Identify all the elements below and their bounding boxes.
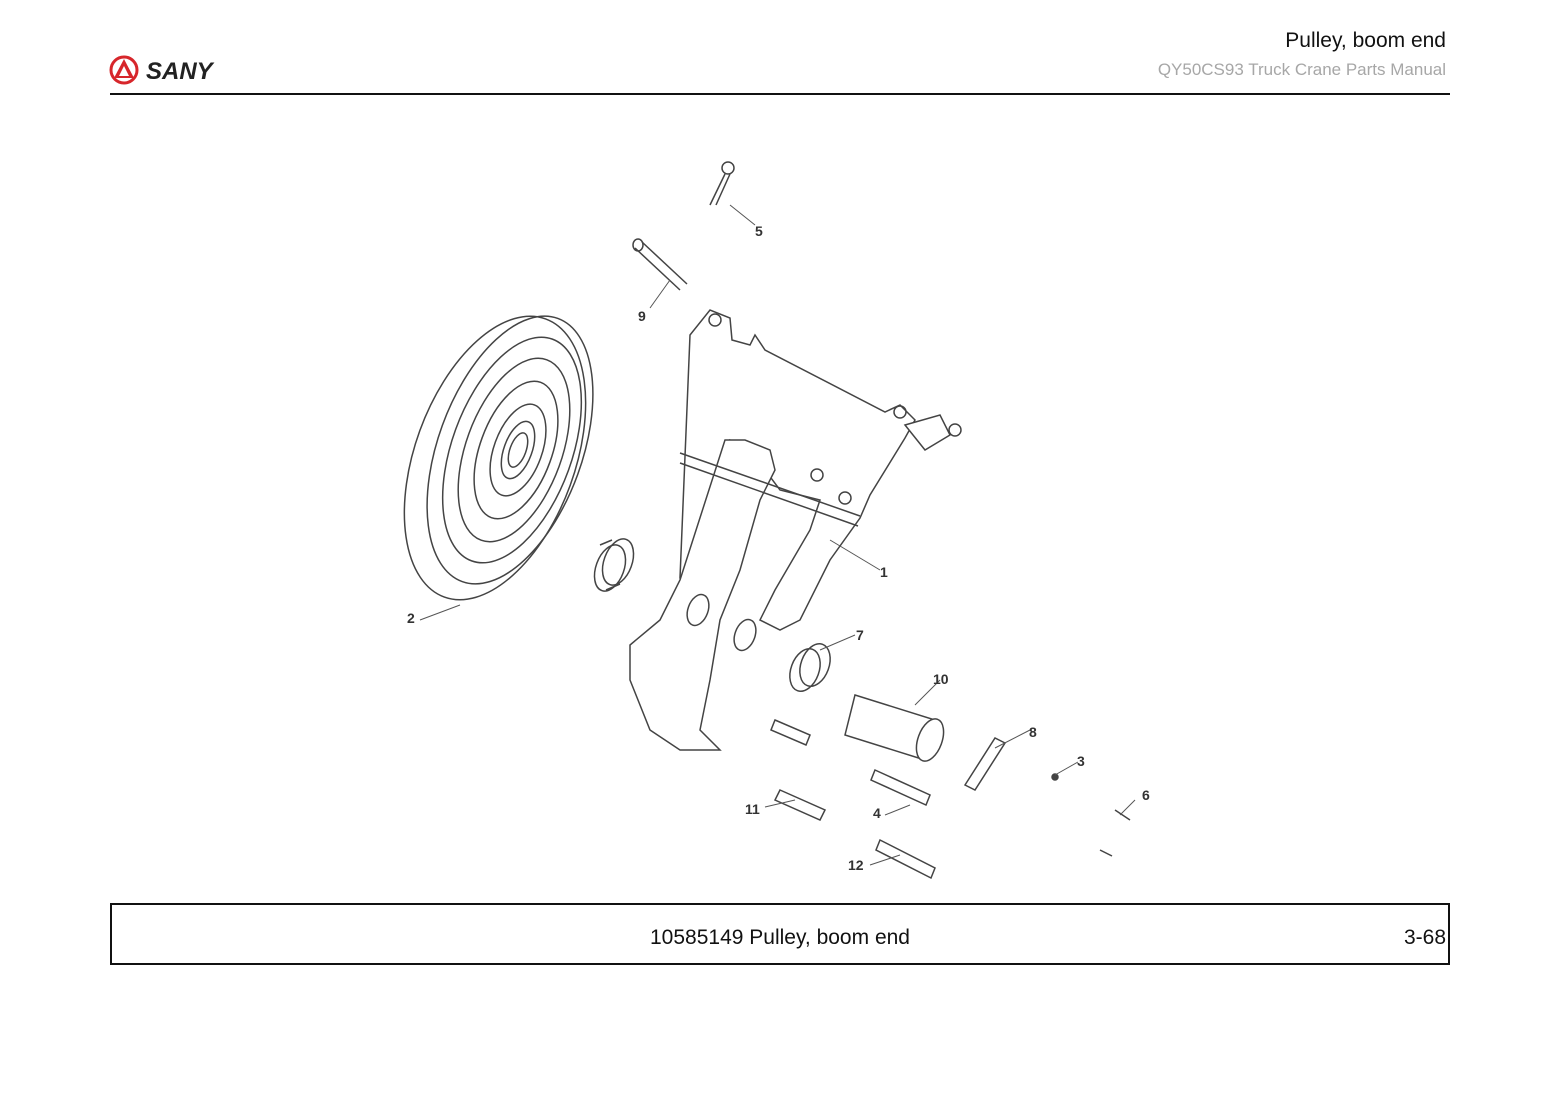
pin-4 — [870, 768, 931, 807]
callout-leaders — [419, 204, 1136, 866]
bushing-7 — [789, 643, 831, 692]
callout-6: 6 — [1142, 787, 1150, 803]
callout-12: 12 — [848, 857, 864, 873]
nut-3 — [1051, 773, 1059, 781]
callout-8: 8 — [1029, 724, 1037, 740]
callout-3: 3 — [1077, 753, 1085, 769]
pin-9 — [632, 238, 688, 291]
bracket-frame — [629, 309, 962, 751]
sany-logo-wordmark: SANY — [146, 58, 215, 85]
figure-caption: 10585149 Pulley, boom end — [650, 926, 910, 949]
manual-subtitle: QY50CS93 Truck Crane Parts Manual — [1157, 60, 1446, 79]
sany-logo: SANY — [108, 52, 238, 88]
callout-2: 2 — [407, 610, 415, 626]
callout-7: 7 — [856, 627, 864, 643]
sany-logo-icon — [109, 55, 139, 85]
callout-5: 5 — [755, 223, 763, 239]
pulley-sheave — [403, 315, 594, 601]
bushing-ring — [593, 538, 635, 592]
shaft-10 — [844, 694, 945, 762]
callout-4: 4 — [873, 805, 881, 821]
callout-10: 10 — [933, 671, 949, 687]
page-title: Pulley, boom end — [1285, 29, 1446, 52]
exploded-parts-diagram: 1 2 3 4 5 6 7 8 9 10 11 12 — [380, 150, 1180, 890]
callout-9: 9 — [638, 308, 646, 324]
caption-box: 10585149 Pulley, boom end 3-68 — [110, 903, 1450, 965]
header-divider — [110, 93, 1450, 95]
pin-5 — [709, 161, 735, 206]
callout-11: 11 — [745, 801, 760, 817]
page-number: 3-68 — [1403, 926, 1446, 949]
callout-1: 1 — [880, 564, 888, 580]
pin-11 — [770, 719, 827, 821]
bolt-6 — [1099, 809, 1131, 857]
pin-12 — [875, 838, 936, 880]
